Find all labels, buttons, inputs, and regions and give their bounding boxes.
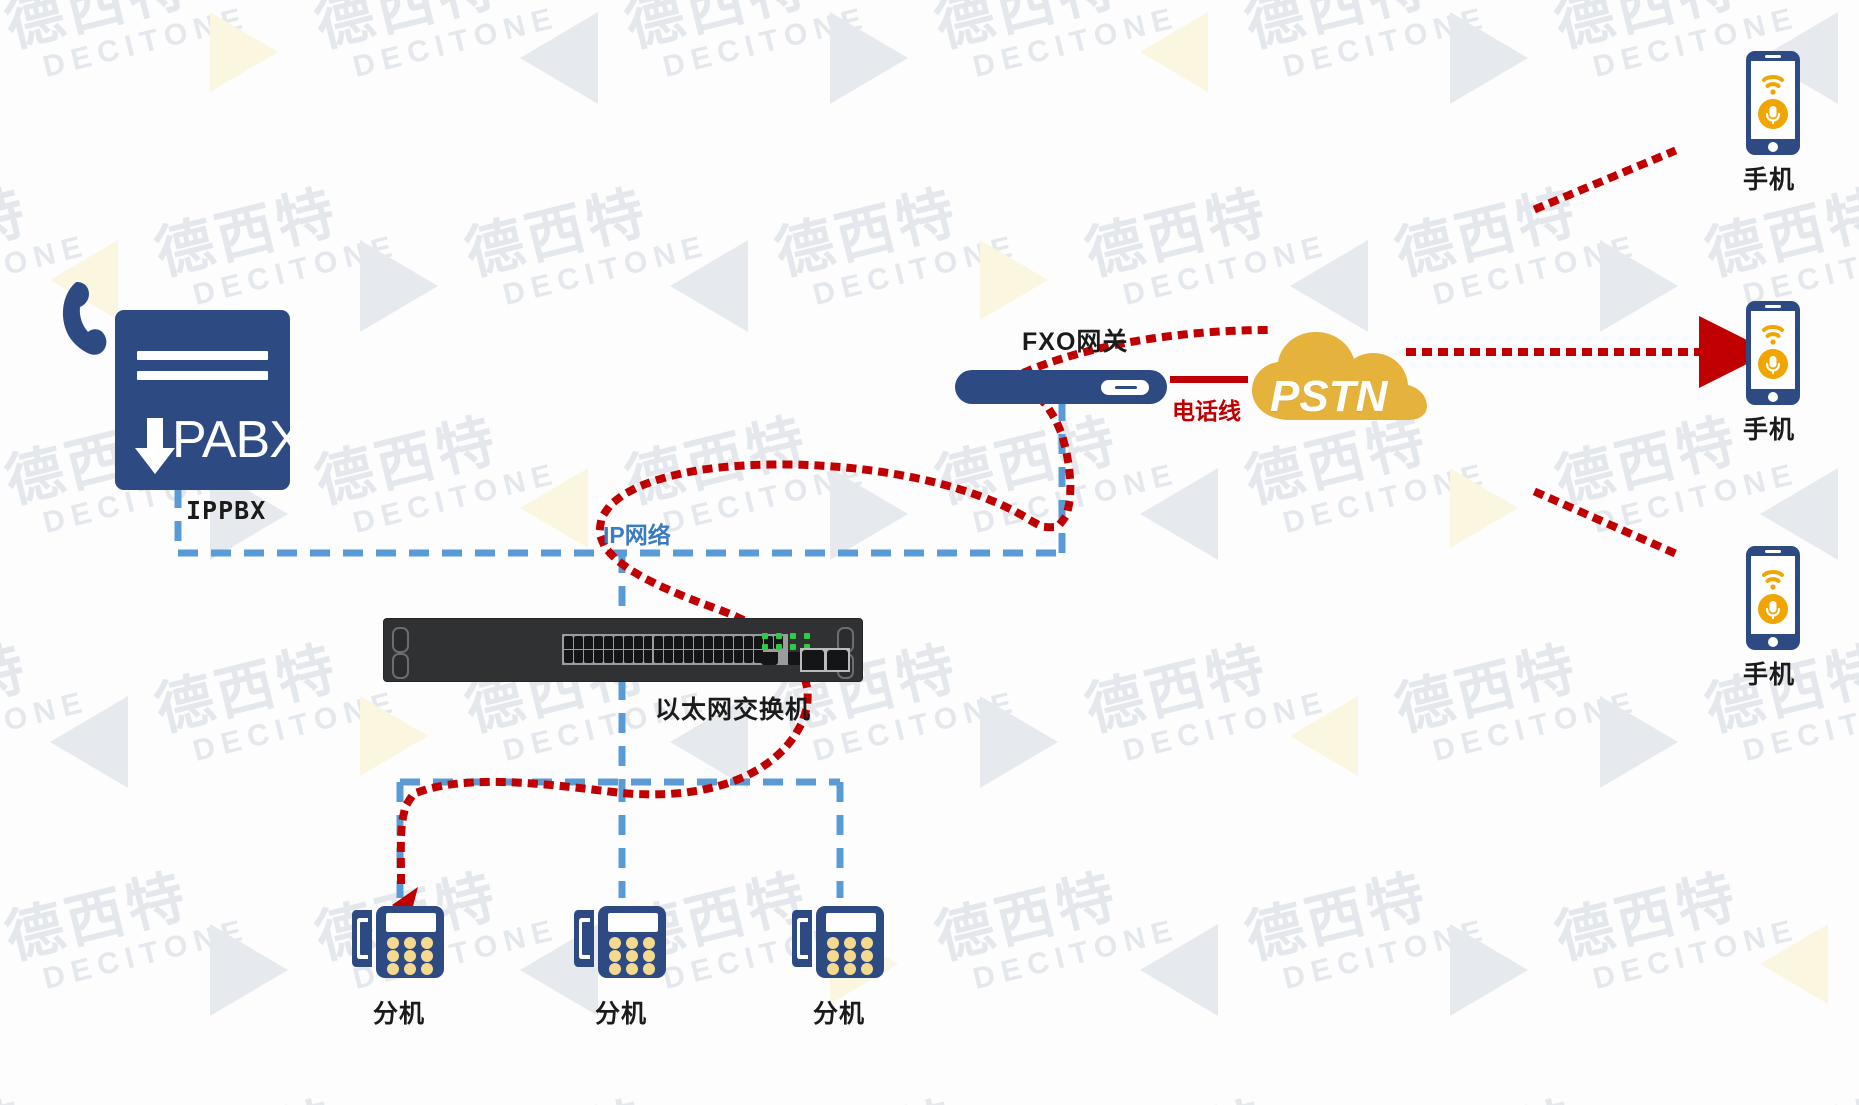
pabx-slot-1 [137, 351, 268, 360]
sfp-slot-1 [761, 652, 778, 665]
desk-phone-icon [792, 906, 884, 978]
pabx-body: PABX [115, 310, 304, 490]
rack-ear-bottom-left [392, 653, 409, 679]
node-label-fxo-gateway: FXO网关 [1022, 328, 1129, 356]
link-label-telephone-line: 电话线 [1172, 398, 1241, 424]
node-label-pstn: PSTN [1270, 372, 1388, 421]
rack-ear-top-left [392, 627, 409, 653]
mobile-phone-icon [1746, 51, 1800, 155]
link-label-ip-network: IP网络 [603, 522, 671, 548]
mobile-phone-icon [1746, 301, 1800, 405]
voice-path-links [396, 146, 1771, 885]
link-voice-gateway-pstn [1006, 325, 1275, 384]
telephone-line-cable [1170, 376, 1248, 383]
pabx-badge-label: PABX [172, 411, 304, 469]
fxo-gateway-body [955, 370, 1167, 404]
link-voice-pstn-mobile3 [1532, 487, 1678, 558]
desk-phone-icon [574, 906, 666, 978]
mobile-phone-icon [1746, 546, 1800, 650]
uplink-port-pair [800, 648, 850, 672]
cloud-icon [1252, 332, 1427, 420]
node-label-mobile-1: 手机 [1743, 166, 1796, 194]
node-label-extension-3: 分机 [813, 1000, 866, 1028]
download-arrow-icon [135, 418, 175, 474]
desk-phone-icon [352, 906, 444, 978]
node-label-ippbx: IPPBX [186, 496, 267, 525]
node-label-mobile-3: 手机 [1743, 661, 1796, 689]
link-voice-pstn-mobile1 [1532, 146, 1678, 214]
link-voice-ext-to-gateway [396, 372, 1075, 885]
node-label-ethernet-switch: 以太网交换机 [655, 696, 812, 724]
pabx-slot-2 [137, 371, 268, 380]
node-label-extension-1: 分机 [373, 1000, 426, 1028]
gateway-port-slot [1101, 380, 1149, 395]
switch-chassis [383, 618, 863, 682]
node-label-extension-2: 分机 [595, 1000, 648, 1028]
node-label-mobile-2: 手机 [1743, 416, 1796, 444]
